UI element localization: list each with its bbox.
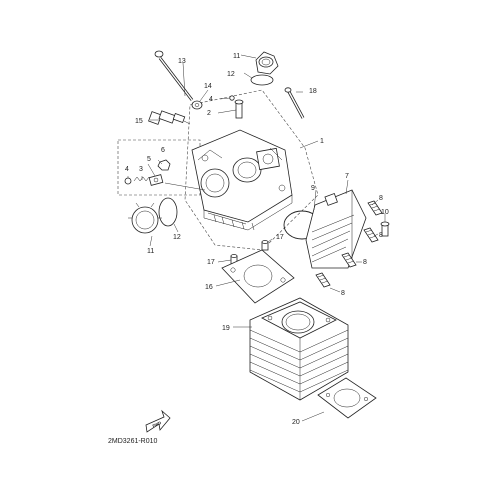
callout-8-b: 8 bbox=[379, 232, 383, 239]
long-bolt-part bbox=[154, 50, 194, 101]
callout-11-left: 11 bbox=[147, 248, 154, 255]
callout-4-left: 4 bbox=[125, 166, 129, 173]
callout-7: 7 bbox=[345, 173, 349, 180]
callout-19: 19 bbox=[222, 325, 230, 332]
head-gasket-part bbox=[221, 249, 295, 304]
fwd-arrow-icon: FWD bbox=[145, 409, 171, 433]
head-cover-part bbox=[305, 189, 367, 269]
base-gasket-part bbox=[317, 377, 377, 419]
head-assembly-outline bbox=[184, 89, 319, 251]
valve-axis-line bbox=[164, 182, 206, 191]
top-o-ring-part bbox=[250, 74, 274, 86]
top-cap-part bbox=[255, 51, 279, 75]
callout-1: 1 bbox=[320, 138, 324, 145]
callout-8-a: 8 bbox=[379, 195, 383, 202]
clip-part bbox=[229, 95, 235, 101]
callout-8-c: 8 bbox=[363, 259, 367, 266]
spring-part bbox=[124, 176, 150, 185]
bolt-part-1 bbox=[367, 200, 383, 216]
pin-part bbox=[234, 99, 244, 119]
cylinder-head-part bbox=[191, 129, 293, 231]
callout-3: 3 bbox=[139, 166, 143, 173]
leader-lines bbox=[127, 54, 386, 422]
callout-5: 5 bbox=[147, 156, 151, 163]
side-bolt-part bbox=[380, 221, 390, 237]
callout-6: 6 bbox=[161, 147, 165, 154]
callout-12-top: 12 bbox=[227, 71, 235, 78]
valve-screw-part bbox=[148, 174, 164, 186]
callout-12-left: 12 bbox=[173, 234, 181, 241]
callout-9: 9 bbox=[311, 185, 315, 192]
cylinder-part bbox=[249, 297, 349, 401]
callout-15: 15 bbox=[135, 118, 143, 125]
valve-subassembly-outline bbox=[117, 139, 201, 196]
diagram-code: 2MD3261-R010 bbox=[108, 438, 158, 445]
callout-18: 18 bbox=[309, 88, 317, 95]
callout-16: 16 bbox=[205, 284, 213, 291]
fwd-label: FWD bbox=[152, 420, 162, 428]
washer-part bbox=[191, 100, 203, 110]
bolt-part-3 bbox=[341, 252, 357, 268]
callout-10: 10 bbox=[381, 209, 389, 216]
spark-plug-part bbox=[148, 110, 191, 125]
callout-2: 2 bbox=[207, 110, 211, 117]
left-o-ring-part bbox=[158, 197, 178, 227]
stud-part bbox=[284, 87, 305, 119]
callout-11-top: 11 bbox=[233, 53, 240, 60]
nut-part bbox=[157, 159, 171, 171]
callout-20: 20 bbox=[292, 419, 300, 426]
left-cap-part bbox=[128, 202, 162, 234]
callout-14: 14 bbox=[204, 83, 212, 90]
callout-17-a: 17 bbox=[276, 234, 284, 241]
bolt-part-2 bbox=[363, 227, 379, 243]
callout-4-top: 4 bbox=[209, 96, 213, 103]
bolt-part-4 bbox=[315, 272, 331, 288]
callout-13: 13 bbox=[178, 58, 186, 65]
callout-8-d: 8 bbox=[341, 290, 345, 297]
callout-17-b: 17 bbox=[207, 259, 215, 266]
dowel-pin-part-2 bbox=[261, 240, 269, 251]
